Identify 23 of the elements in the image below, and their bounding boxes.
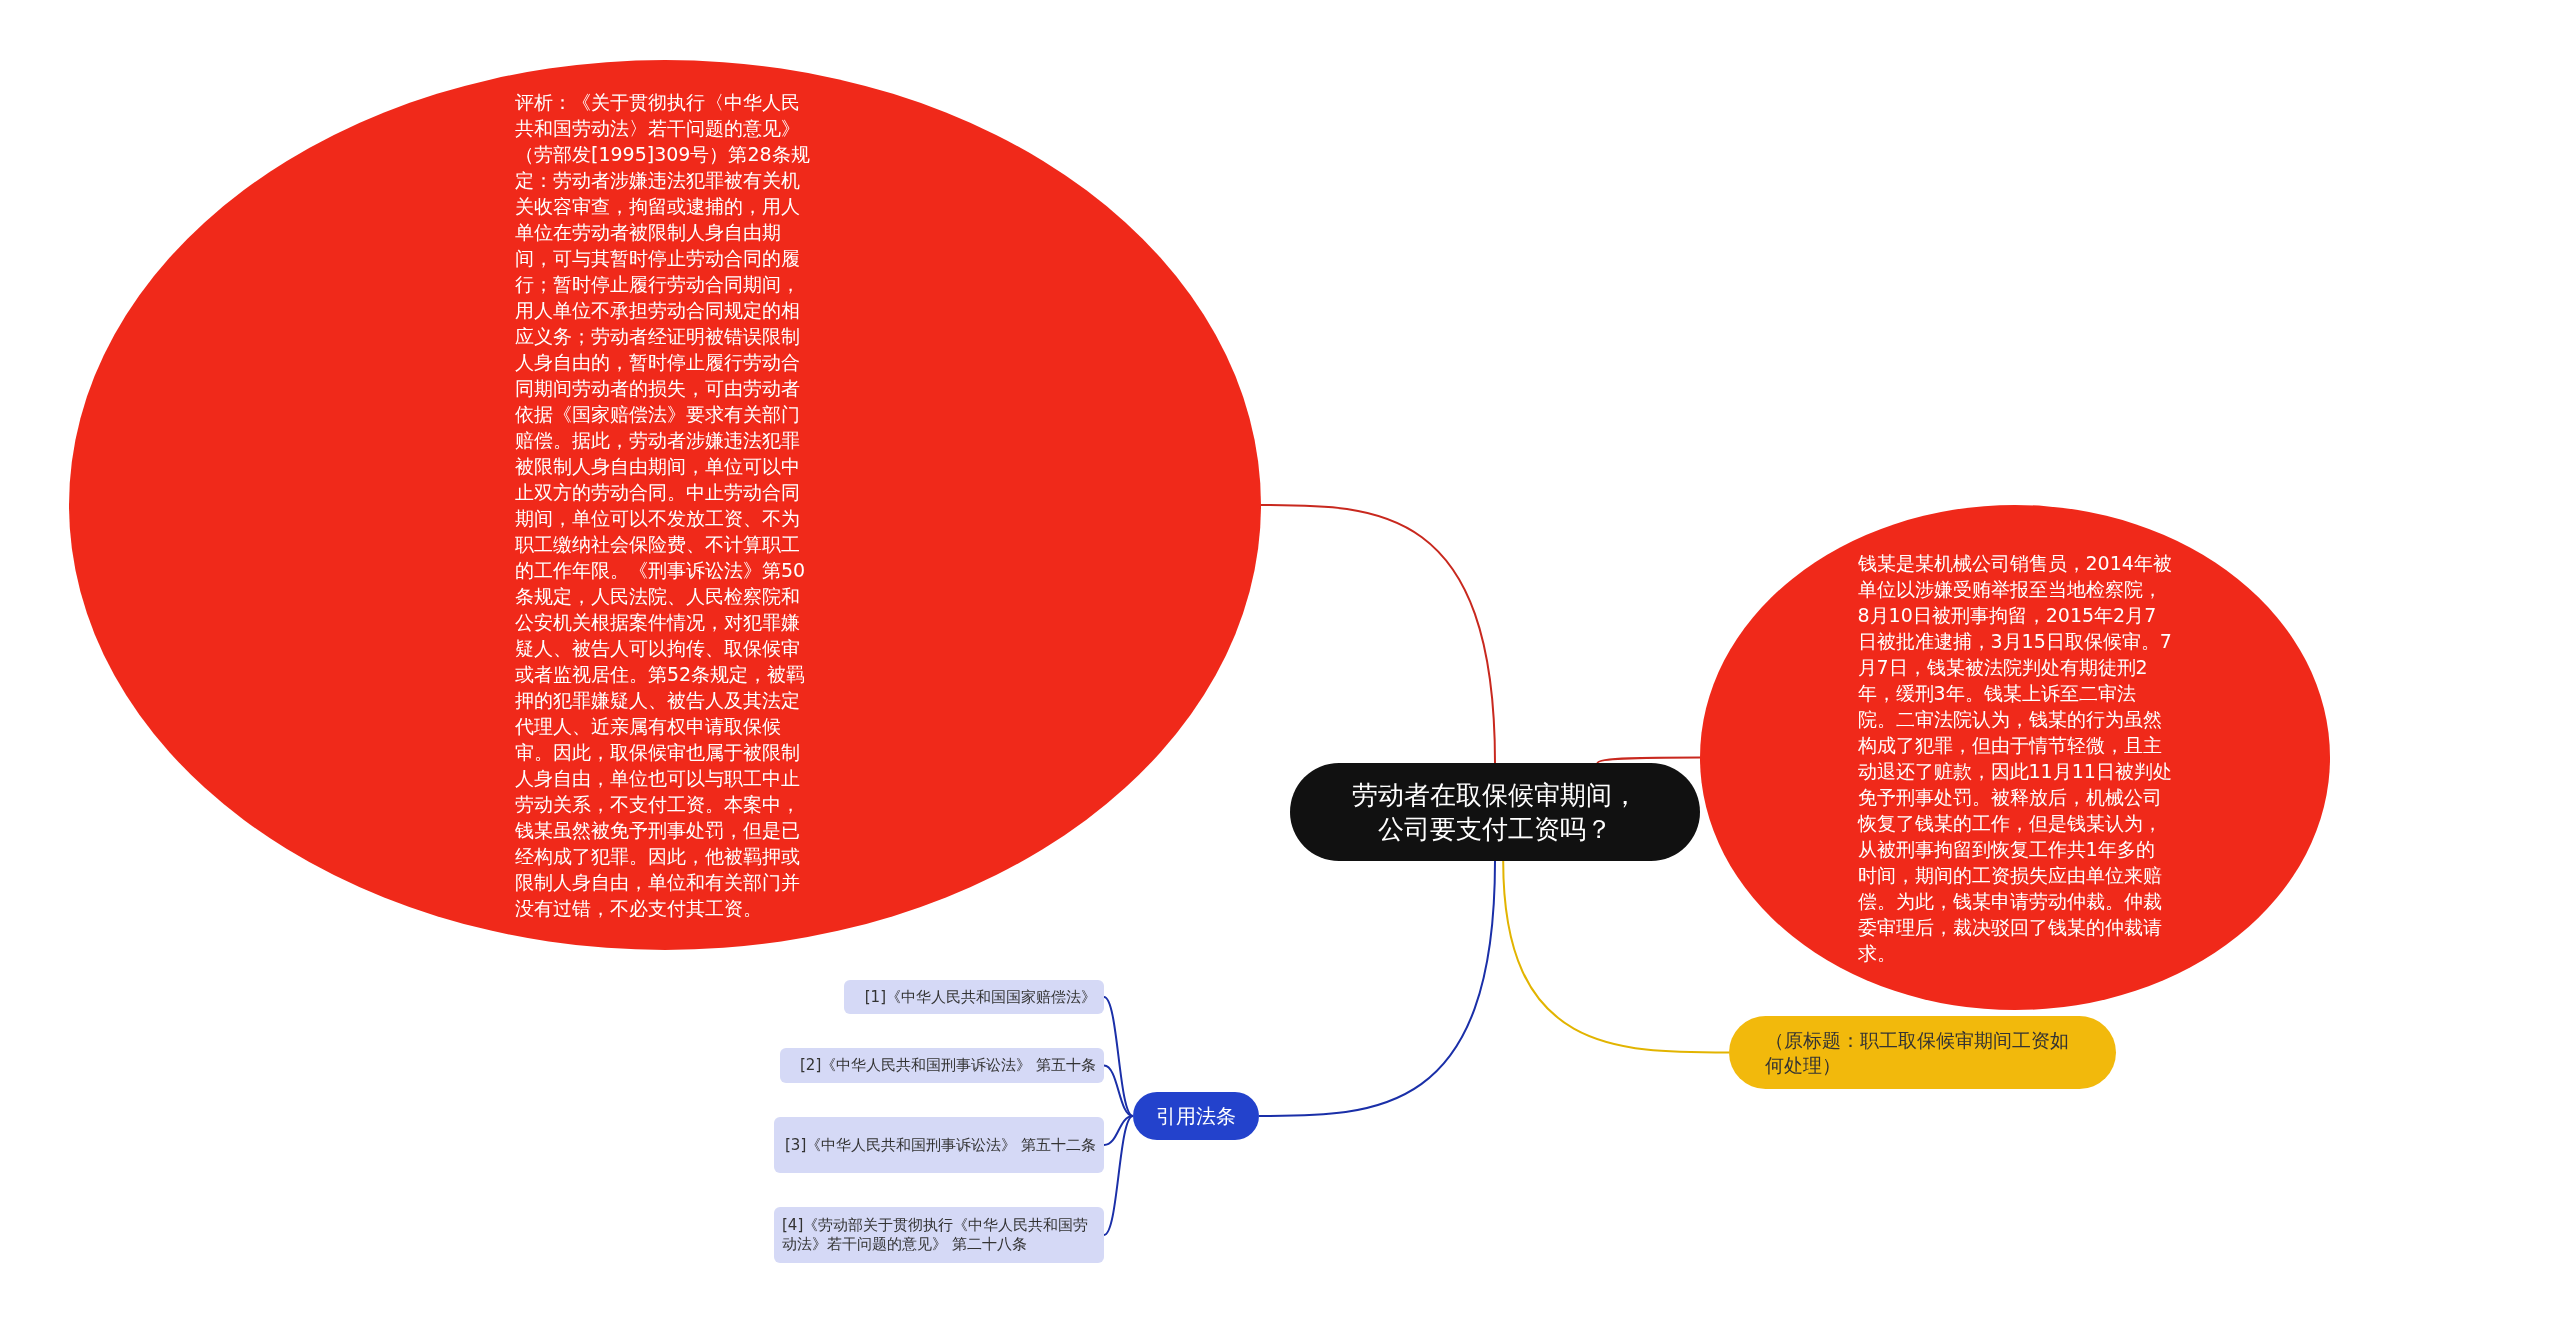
connector-line [1103,1115,1134,1236]
branch-label: 引用法条 [1156,1103,1236,1129]
connector-line [1103,1115,1134,1146]
reference-box [774,1117,1104,1173]
branch-pill [1133,1092,1259,1140]
reference-text: [1]《中华人民共和国国家赔偿法》 [864,987,1096,1007]
reference-box [844,980,1104,1014]
connector-line [1596,756,1701,764]
connector-line [1260,504,1496,764]
topic-text: 劳动者在取保候审期间，公司要支付工资吗？ [1351,779,1639,846]
reference-text: [3]《中华人民共和国刑事诉讼法》 第五十二条 [785,1135,1096,1155]
reference-box [780,1048,1104,1083]
note-text: 评析：《关于贯彻执行〈中华人民共和国劳动法〉若干问题的意见》（劳部发[1995]309号）第28条规定：劳动者涉嫌违法犯罪被有关机关收容审查，拘留或逮捕的，用人单位在劳动者被限制人身自由期间，可与其暂时停止劳动合同的履行；暂时停止履行劳动合同期间，用人单位不承担劳动合同规定的相应义务；劳动者经证明被错误限制人身自由的，暂时停止履行劳动合同期间劳动者的损失，可由劳动者依据《国家赔偿法》要求有关部门赔偿。据此，劳动者涉嫌违法犯罪被限制人身自由期间，单位可以中止双方的劳动合同。中止劳动合同期间，单位可以不发放工资、不为职工缴纳社会保险费、不计算职工的工作年限。《刑事诉讼法》第50条规定，人民法院、人民检察院和公安机关根据案件情况，对犯罪嫌疑人、被告人可以拘传、取保候审或者监视居住。第52条规定，被羁押的犯罪嫌疑人、被告人及其法定代理人、近亲属有权申请取保候审。因此，取保候审也属于被限制人身自由，单位也可以与职工中止劳动关系，不支付工资。本案中，钱某虽然被免予刑事处罚，但是已经构成了犯罪。因此，他被羁押或限制人身自由，单位和有关部门并没有过错，不必支付其工资。 [515,90,811,921]
note-text: （原标题：职工取保候审期间工资如何处理） [1765,1027,2070,1078]
connector-line [1103,996,1134,1117]
note-text: 钱某是某机械公司销售员，2014年被单位以涉嫌受贿举报至当地检察院，8月10日被刑事拘留，2015年2月7日被批准逮捕，3月15日取保候审。7月7日，钱某被法院判处有期徒刑2年，缓刑3年。钱某上诉至二审法院。二审法院认为，钱某的行为虽然构成了犯罪，但由于情节轻微，且主动退还了赃款，因此11月11日被判处免予刑事处罚。被释放后，机械公司恢复了钱某的工作，但是钱某认为，从被刑事拘留到恢复工作共1年多的时间，期间的工资损失应由单位来赔偿。为此，钱某申请劳动仲裁。仲裁委审理后，裁决驳回了钱某的仲裁请求。 [1857,550,2173,966]
topic-pill [1290,763,1700,861]
connector-line [1103,1064,1134,1117]
reference-text: [2]《中华人民共和国刑事诉讼法》 第五十条 [800,1056,1096,1075]
connector-line [1258,860,1496,1117]
reference-box [774,1207,1104,1263]
reference-text: [4]《劳动部关于贯彻执行《中华人民共和国劳动法》若干问题的意见》 第二十八条 [782,1216,1090,1254]
connector-line [1502,860,1730,1054]
